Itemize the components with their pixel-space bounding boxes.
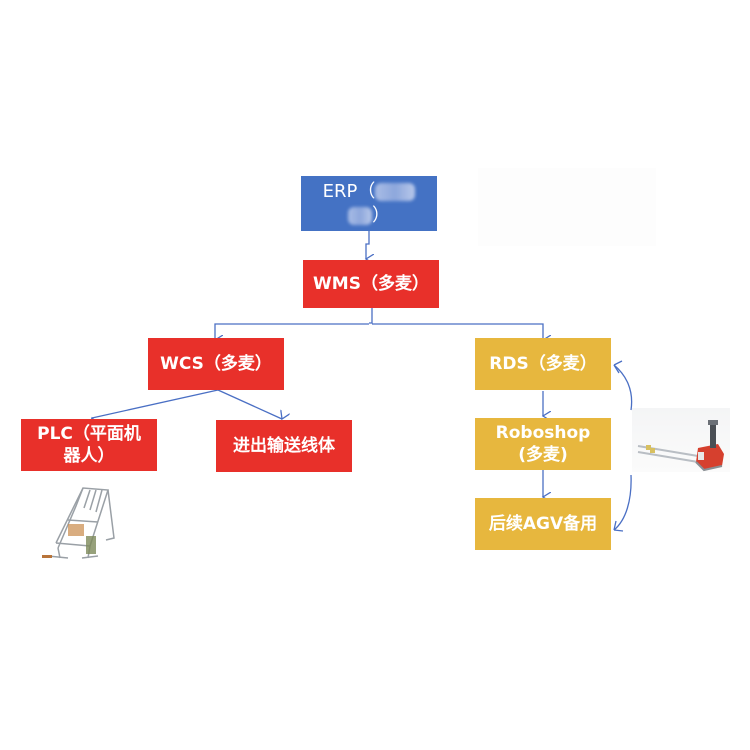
roboshop-label-line1: Roboshop [495,423,591,443]
wms-node: WMS（多麦） [303,260,439,308]
redacted-text [375,182,416,201]
wcs-label: WCS（多麦） [160,354,272,374]
plc-label-line2: 器人） [63,446,115,466]
roboshop-node: Roboshop (多麦) [475,418,611,470]
wcs-node: WCS（多麦） [148,338,284,390]
rds-label: RDS（多麦） [489,354,597,374]
erp-node: ERP（ ） [301,176,437,231]
wms-label: WMS（多麦） [313,274,429,294]
agv-reserve-label: 后续AGV备用 [488,514,598,534]
blank-area [478,168,656,246]
rds-node: RDS（多麦） [475,338,611,390]
erp-label-prefix: ERP（ [322,180,376,202]
redacted-text [348,206,372,225]
roboshop-label-line2: (多麦) [518,445,568,465]
conveyor-node: 进出输送线体 [216,420,352,472]
erp-label-line2: ） [348,204,390,228]
erp-label-line1: ERP（ [323,180,416,204]
agv-reserve-node: 后续AGV备用 [475,498,611,550]
erp-label-suffix: ） [372,204,390,226]
plc-label-line1: PLC（平面机 [37,424,141,444]
conveyor-label: 进出输送线体 [233,436,335,456]
plc-node: PLC（平面机 器人） [21,419,157,471]
agv-forklift-drawing [637,420,724,472]
gantry-robot-image [42,487,115,559]
agv-forklift-image [632,408,730,472]
